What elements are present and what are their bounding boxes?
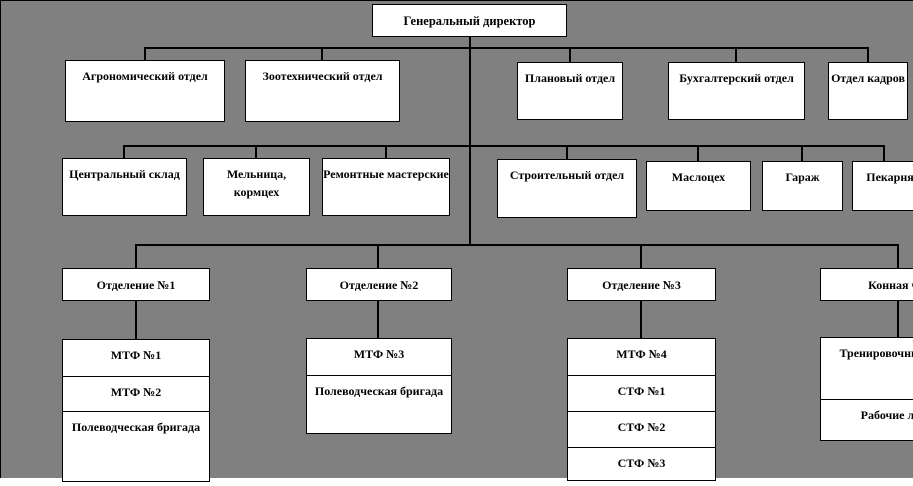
node-hr-dept[interactable]: Отдел кадров: [828, 62, 908, 120]
connector-level4-hline: [136, 244, 899, 246]
node-stf-2[interactable]: СТФ №2: [568, 411, 715, 447]
node-label: СТФ №3: [617, 456, 666, 470]
node-mtf-2[interactable]: МТФ №2: [63, 376, 209, 411]
node-label: Мельница, кормцех: [226, 167, 287, 199]
node-horse-unit[interactable]: Конная часть: [820, 268, 913, 301]
node-field-brigade-2[interactable]: Полеводческая бригада: [307, 375, 451, 433]
connector-tick: [566, 145, 568, 160]
connector-tick: [883, 145, 885, 162]
node-label: МТФ №3: [353, 347, 405, 361]
node-label: Отделение №2: [339, 278, 419, 292]
node-division-1[interactable]: Отделение №1: [62, 268, 210, 301]
node-mtf-1[interactable]: МТФ №1: [63, 340, 209, 376]
node-general-director[interactable]: Генеральный директор: [372, 4, 567, 37]
node-label: Отделение №1: [96, 278, 176, 292]
node-planning-dept[interactable]: Плановый отдел: [517, 62, 623, 120]
connector-stack: [135, 301, 137, 340]
node-label: Маслоцех: [671, 170, 726, 184]
connector-tick: [385, 145, 387, 159]
stack-division-2: МТФ №3 Полеводческая бригада: [306, 338, 452, 434]
node-mill-feedshop[interactable]: Мельница, кормцех: [203, 158, 310, 216]
node-label: Рабочие лошади: [860, 408, 913, 422]
connector-tick: [897, 244, 899, 269]
node-label: Отделение №3: [602, 278, 681, 292]
node-label: МТФ №2: [110, 385, 162, 399]
node-accounting-dept[interactable]: Бухгалтерский отдел: [668, 62, 805, 120]
node-working-horses[interactable]: Рабочие лошади: [821, 399, 913, 440]
node-label: СТФ №1: [617, 384, 666, 398]
node-label: Отдел кадров: [831, 71, 905, 85]
node-label: МТФ №1: [110, 348, 162, 362]
node-construction-dept[interactable]: Строительный отдел: [497, 159, 637, 218]
stack-division-1: МТФ №1 МТФ №2 Полеводческая бригада: [62, 339, 210, 482]
connector-level2-hline: [145, 47, 869, 49]
node-bakery[interactable]: Пекарня: [852, 161, 913, 211]
node-label: Пекарня: [866, 170, 913, 184]
stack-division-3: МТФ №4 СТФ №1 СТФ №2 СТФ №3: [567, 338, 716, 481]
connector-tick: [135, 244, 137, 269]
stack-horse-unit: Тренировочные лошади Рабочие лошади: [820, 337, 913, 441]
connector-tick: [735, 47, 737, 63]
node-stf-3[interactable]: СТФ №3: [568, 447, 715, 480]
connector-tick: [569, 47, 571, 63]
node-label: Агрономический отдел: [82, 69, 208, 83]
connector-tick: [801, 145, 803, 162]
node-label: Плановый отдел: [524, 71, 616, 85]
node-label: МТФ №4: [616, 347, 667, 361]
connector-tick: [321, 47, 323, 61]
connector-trunk: [469, 37, 471, 246]
node-label: Строительный отдел: [509, 168, 625, 182]
node-butter-shop[interactable]: Маслоцех: [646, 161, 751, 211]
connector-tick: [144, 47, 146, 61]
node-mtf-3[interactable]: МТФ №3: [307, 339, 451, 375]
node-mtf-4[interactable]: МТФ №4: [568, 339, 715, 375]
node-repair-workshops[interactable]: Ремонтные мастерские: [322, 158, 450, 216]
node-garage[interactable]: Гараж: [762, 161, 843, 211]
node-agronomy-dept[interactable]: Агрономический отдел: [65, 60, 225, 122]
node-label: Полеводческая бригада: [314, 384, 444, 398]
node-label: Центральный склад: [69, 167, 180, 181]
node-training-horses[interactable]: Тренировочные лошади: [821, 338, 913, 399]
node-label: Бухгалтерский отдел: [679, 71, 794, 85]
node-label: Полеводческая бригада: [71, 420, 201, 434]
node-division-3[interactable]: Отделение №3: [567, 268, 716, 301]
node-field-brigade-1[interactable]: Полеводческая бригада: [63, 411, 209, 481]
connector-level3-hline: [124, 145, 885, 147]
node-label: СТФ №2: [617, 420, 666, 434]
node-label: Генеральный директор: [403, 14, 536, 28]
node-label: Тренировочные лошади: [839, 346, 913, 360]
connector-tick: [867, 47, 869, 63]
connector-tick: [255, 145, 257, 159]
connector-tick: [640, 244, 642, 269]
node-label: Ремонтные мастерские: [323, 167, 449, 181]
node-zootechnics-dept[interactable]: Зоотехнический отдел: [245, 60, 400, 122]
connector-tick: [377, 244, 379, 269]
connector-tick: [123, 145, 125, 159]
connector-tick: [697, 145, 699, 162]
node-central-warehouse[interactable]: Центральный склад: [62, 158, 187, 216]
node-stf-1[interactable]: СТФ №1: [568, 375, 715, 411]
node-label: Конная часть: [868, 278, 913, 292]
node-division-2[interactable]: Отделение №2: [306, 268, 452, 301]
connector-stack: [377, 301, 379, 339]
node-label: Зоотехнический отдел: [262, 69, 383, 83]
node-label: Гараж: [785, 170, 820, 184]
connector-stack: [640, 301, 642, 339]
connector-stack: [897, 301, 899, 338]
